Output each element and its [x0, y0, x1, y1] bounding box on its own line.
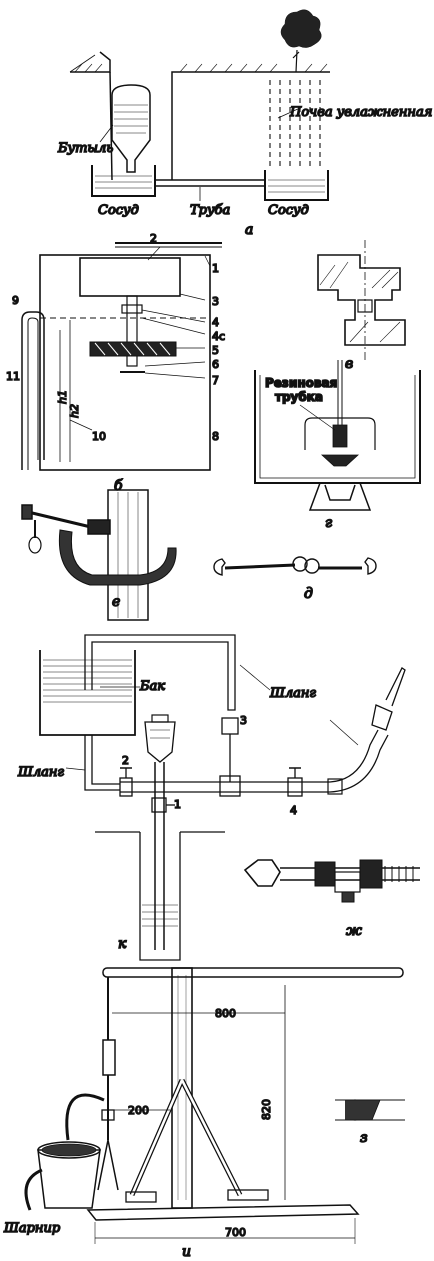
b-label-7: 7 [212, 374, 219, 387]
dim-200: 200 [128, 1104, 149, 1117]
b-label-10: 10 [92, 430, 106, 443]
vessel-right-label: Сосуд [268, 203, 309, 218]
hinge-label: Шарнир [3, 1221, 61, 1236]
hose-left-label: Шланг [17, 765, 64, 780]
figure-zh-caption: ж [346, 923, 362, 939]
figure-a [69, 9, 330, 201]
figure-d-caption: д [304, 586, 313, 602]
k-label-3: 3 [240, 714, 247, 727]
b-label-h1: h1 [56, 390, 69, 404]
figure-v [317, 240, 406, 360]
dim-820: 820 [260, 1099, 273, 1120]
k-label-1: 1 [174, 798, 181, 811]
b-label-2: 2 [150, 232, 157, 245]
figure-g-caption: г [325, 515, 332, 531]
figure-e [21, 489, 177, 621]
b-label-h2: h2 [68, 404, 81, 418]
k-label-4: 4 [290, 804, 297, 817]
soil-label: Почва увлажненная [289, 105, 432, 120]
figure-i [24, 967, 405, 1244]
k-label-2: 2 [122, 754, 129, 767]
figure-k-caption: к [118, 936, 127, 952]
vessel-left-label: Сосуд [98, 203, 139, 218]
b-label-5: 5 [212, 344, 219, 357]
b-label-4c: 4с [212, 330, 225, 343]
figure-i-caption: и [182, 1244, 191, 1260]
dim-800: 800 [215, 1007, 236, 1020]
figure-zh [243, 859, 420, 903]
b-label-8: 8 [212, 430, 219, 443]
pipe-label: Труба [190, 203, 230, 218]
bottle-label: Бутыль [57, 141, 113, 156]
b-label-9: 9 [12, 294, 19, 307]
figure-e-caption: е [112, 594, 120, 610]
b-label-1: 1 [212, 262, 219, 275]
figure-a-caption: а [245, 222, 253, 238]
b-label-3: 3 [212, 295, 219, 308]
rubber-tube-label-2: трубка [275, 390, 323, 404]
figure-v-caption: в [345, 356, 353, 372]
tank-label: Бак [139, 679, 165, 694]
hose-right-label: Шланг [269, 686, 316, 701]
b-label-6: 6 [212, 358, 219, 371]
figure-b-caption: б [114, 478, 123, 494]
figure-d [213, 556, 377, 576]
figure-g [254, 360, 421, 511]
figure-b [21, 242, 222, 471]
dim-700: 700 [225, 1226, 246, 1239]
figure-z-caption: з [360, 1130, 368, 1146]
rubber-tube-label-1: Резиновая [265, 376, 337, 390]
figure-k [39, 634, 406, 961]
b-label-4: 4 [212, 316, 219, 329]
b-label-11: 11 [6, 370, 20, 383]
